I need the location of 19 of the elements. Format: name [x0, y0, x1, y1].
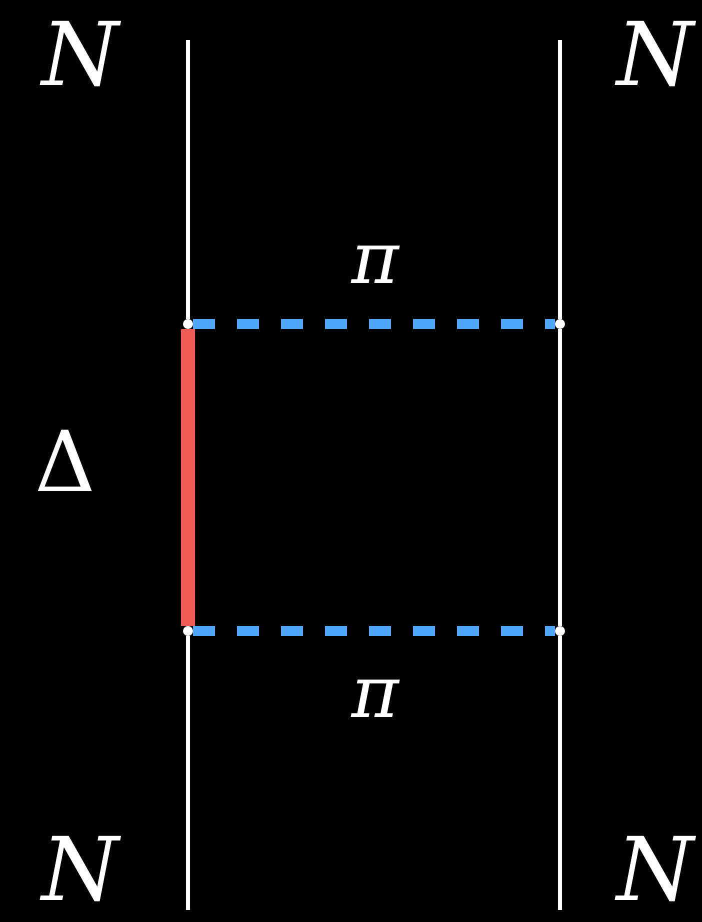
line: [558, 636, 562, 910]
particle-label: N: [42, 826, 118, 914]
edge-label: π: [351, 656, 399, 728]
thick-line: [181, 329, 195, 626]
line: [186, 40, 190, 319]
edge-label: Δ: [34, 420, 96, 504]
edge-label: π: [351, 222, 399, 294]
line: [186, 636, 190, 910]
particle-label: N: [616, 826, 694, 914]
vertex-dot: [183, 319, 193, 329]
dashed-line: [193, 319, 555, 329]
dashed-line: [193, 626, 555, 636]
line: [558, 40, 562, 319]
vertex-dot: [555, 626, 565, 636]
line: [558, 329, 562, 626]
vertex-dot: [183, 626, 193, 636]
particle-label: N: [42, 11, 118, 99]
particle-label: N: [616, 11, 694, 99]
vertex-dot: [555, 319, 565, 329]
